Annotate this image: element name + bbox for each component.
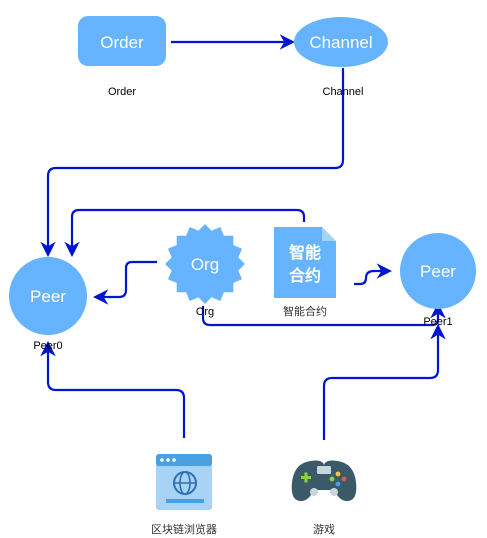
peer1-node-text: Peer — [420, 262, 456, 281]
browser-label: 区块链浏览器 — [151, 522, 217, 536]
contract-node-text-line2: 合约 — [289, 266, 321, 285]
edge-contract-peer0 — [64, 208, 306, 258]
order-label: Order — [108, 86, 136, 98]
contract-node-text-line1: 智能 — [289, 243, 321, 262]
peer0-node[interactable] — [9, 257, 87, 335]
contract-node[interactable] — [274, 227, 336, 298]
edge-org-peer0 — [92, 260, 157, 305]
game-label: 游戏 — [313, 523, 335, 536]
contract-label: 智能合约 — [283, 304, 327, 318]
peer1-label: Peer1 — [423, 316, 452, 328]
edge-browser-peer0 — [40, 340, 186, 438]
edge-contract-peer1 — [354, 263, 393, 286]
peer1-node[interactable] — [400, 233, 476, 309]
edge-game-peer1 — [322, 323, 446, 440]
order-node-text: Order — [100, 33, 144, 52]
channel-node[interactable] — [294, 17, 388, 67]
edge-channel-peer0 — [40, 68, 345, 258]
channel-label: Channel — [323, 86, 364, 98]
org-node-text: Org — [191, 255, 219, 274]
edge-org-peer1 — [201, 302, 446, 327]
org-label: Org — [196, 306, 214, 318]
browser-globe-icon[interactable] — [156, 454, 212, 510]
org-node[interactable] — [165, 224, 245, 304]
peer0-node-text: Peer — [30, 287, 66, 306]
gamepad-icon[interactable] — [291, 460, 357, 502]
channel-node-text: Channel — [309, 33, 372, 52]
contract-fold — [322, 227, 336, 241]
peer0-label: Peer0 — [33, 340, 62, 352]
order-node[interactable] — [78, 16, 166, 66]
